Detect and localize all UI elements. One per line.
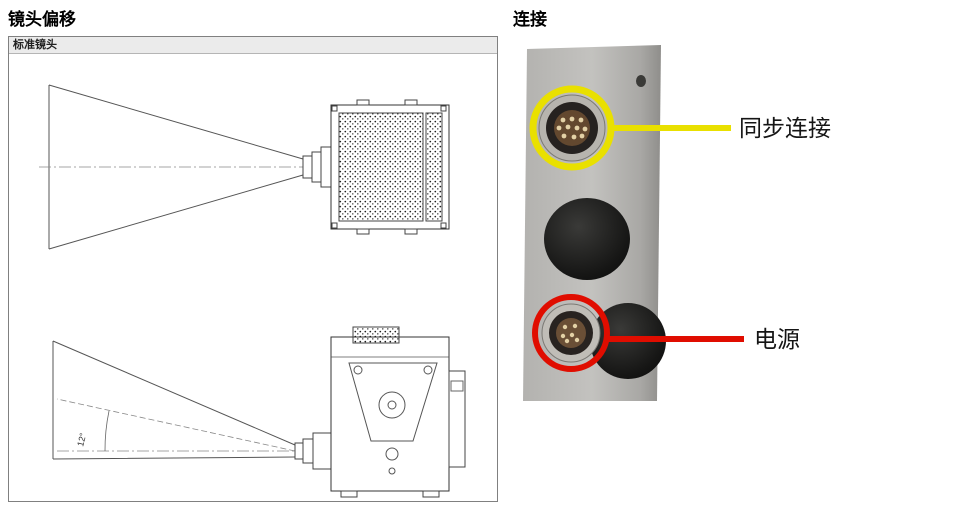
sync-label: 同步连接 — [739, 115, 831, 141]
sync-connector — [529, 85, 615, 171]
technical-drawings: 12° — [9, 55, 497, 501]
angle-label: 12° — [75, 431, 88, 447]
power-label: 电源 — [754, 326, 800, 352]
projector-side-view: 12° — [52, 326, 466, 498]
lens-shift-title: 镜头偏移 — [8, 10, 76, 29]
connection-photo: 同步连接 电源 — [515, 33, 947, 405]
lens-barrel-side — [294, 432, 332, 470]
connection-diagram: 同步连接 电源 — [523, 45, 831, 401]
connection-title: 连接 — [513, 10, 547, 29]
screw-hole — [636, 75, 646, 87]
sync-connector-pins — [556, 116, 588, 140]
power-connector-pins — [560, 323, 580, 344]
projector-body-top — [330, 99, 450, 235]
lens-barrel-top — [302, 146, 332, 188]
standard-lens-drawing-box: 标准镜头 — [8, 36, 498, 502]
projector-top-view — [39, 84, 450, 250]
power-highlight-ring — [532, 294, 610, 372]
standard-lens-label: 标准镜头 — [9, 37, 497, 54]
light-cone-side: 12° — [52, 340, 303, 460]
lens-shift-diagram: 12° — [39, 84, 466, 498]
sync-highlight-ring — [529, 85, 615, 171]
blank-cap-top — [544, 198, 630, 280]
projector-body-side — [330, 326, 466, 498]
light-cone-top — [39, 84, 313, 250]
power-connector — [532, 294, 610, 372]
